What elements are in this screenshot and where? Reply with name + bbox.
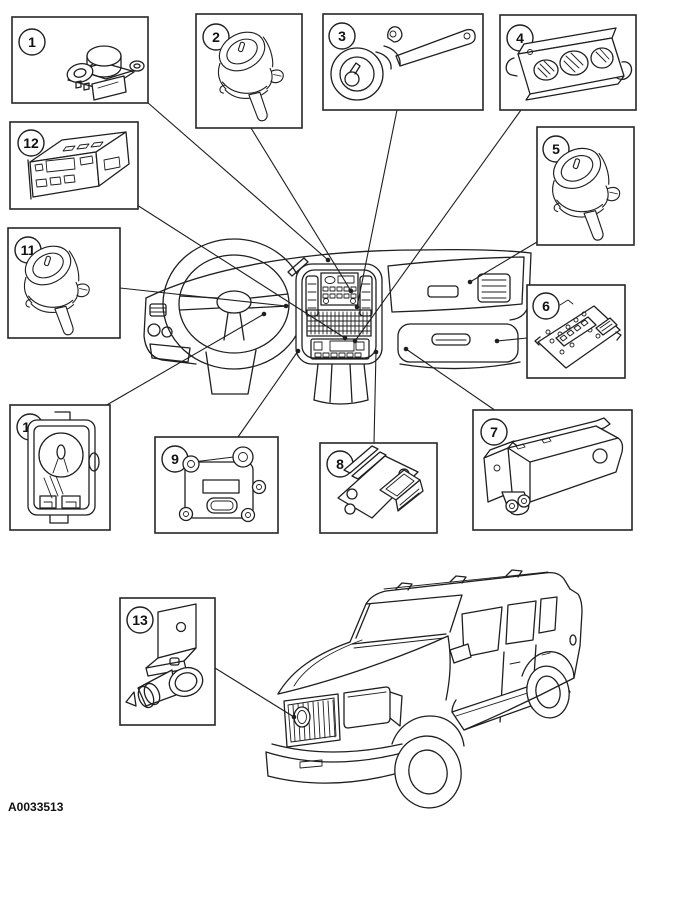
leader-line-6 xyxy=(496,337,528,342)
actuator-module-icon xyxy=(178,446,267,523)
callout-box-4: 4 xyxy=(499,14,637,111)
glovebox xyxy=(397,323,519,363)
passenger-vent xyxy=(477,273,511,303)
leader-line-7 xyxy=(405,348,497,412)
callout-badge-6 xyxy=(532,292,560,320)
ambient-sensor-bracket-icon xyxy=(125,603,204,709)
blower-resistor-icon xyxy=(337,445,424,519)
vehicle-hood xyxy=(277,635,451,701)
tail-marker xyxy=(569,634,577,646)
rear-door-window xyxy=(505,600,537,645)
vehicle-windshield xyxy=(349,594,463,649)
leader-line-10 xyxy=(104,313,265,407)
sensor-housing-icon xyxy=(27,411,100,524)
electronic-module-icon xyxy=(534,299,622,369)
callout-box-13: 13 xyxy=(119,597,216,726)
callout-number-8: 8 xyxy=(336,456,344,472)
front-door-window xyxy=(461,606,503,658)
temperature-switch-icon xyxy=(66,45,145,101)
callout-number-2: 2 xyxy=(212,29,220,45)
center-grille xyxy=(306,309,372,337)
leader-line-9 xyxy=(237,350,299,438)
quarter-window xyxy=(538,596,558,634)
solenoid-block-icon xyxy=(483,417,624,516)
control-module-icon xyxy=(27,131,130,200)
callout-box-1: 1 xyxy=(11,16,149,104)
dash-emblem xyxy=(427,285,459,298)
climate-control-head xyxy=(310,338,370,360)
passenger-side-dash xyxy=(387,252,532,370)
callout-badge-1 xyxy=(18,28,46,56)
vehicle-bumper xyxy=(265,743,407,784)
leader-line-8 xyxy=(373,351,377,444)
actuator-with-rod-icon xyxy=(330,26,476,101)
callout-box-9: 9 xyxy=(154,436,279,534)
callout-box-2: 2 xyxy=(195,13,303,129)
vehicle-rear xyxy=(463,588,583,731)
dash-left-edge xyxy=(143,297,197,365)
callout-number-1: 1 xyxy=(28,34,36,50)
leader-line-4 xyxy=(354,109,522,342)
vehicle-roof xyxy=(365,569,571,605)
steering-wheel xyxy=(162,238,309,395)
callout-box-3: 3 xyxy=(322,13,484,111)
glovebox-handle xyxy=(431,333,471,346)
leader-lines xyxy=(104,101,538,720)
callout-badge-12 xyxy=(17,129,45,157)
leader-line-11 xyxy=(119,287,287,307)
front-wheel xyxy=(391,715,465,809)
callout-box-7: 7 xyxy=(472,409,633,531)
callout-box-10: 10 xyxy=(9,404,111,531)
vehicle-grille xyxy=(283,693,341,748)
callout-badge-2 xyxy=(202,23,230,51)
callout-badge-7 xyxy=(480,418,508,446)
leader-line-1 xyxy=(146,101,329,261)
rear-wheel xyxy=(521,651,575,719)
figure-code-label: A0033513 xyxy=(8,800,64,814)
leader-line-13 xyxy=(214,667,295,718)
climate-control-panel-icon xyxy=(505,27,633,101)
callout-badge-13 xyxy=(126,606,154,634)
callout-number-11: 11 xyxy=(21,242,36,258)
dashboard-illustration xyxy=(143,238,532,405)
leader-line-12 xyxy=(136,204,346,339)
callout-number-5: 5 xyxy=(552,141,560,157)
door-mirror xyxy=(449,643,472,664)
callout-number-7: 7 xyxy=(490,424,498,440)
leader-line-2 xyxy=(250,127,352,292)
callout-number-3: 3 xyxy=(338,28,346,44)
grille-emblem xyxy=(293,706,311,728)
dash-top-edge xyxy=(145,248,532,299)
callout-number-4: 4 xyxy=(516,30,524,46)
callout-box-8: 8 xyxy=(319,442,438,534)
driver-side-controls xyxy=(147,303,191,363)
steering-column xyxy=(205,349,257,395)
callout-box-5: 5 xyxy=(536,126,635,246)
callout-number-9: 9 xyxy=(171,451,179,467)
leader-line-5 xyxy=(469,241,538,283)
console-legs xyxy=(313,363,369,405)
callout-badge-3 xyxy=(328,22,356,50)
callout-number-13: 13 xyxy=(132,612,148,628)
leader-line-3 xyxy=(356,109,398,308)
column-stalk xyxy=(287,257,309,277)
vehicle-illustration xyxy=(265,569,583,809)
callout-number-6: 6 xyxy=(542,298,550,314)
callout-number-12: 12 xyxy=(23,135,39,151)
center-stack xyxy=(295,263,383,365)
callout-box-6: 6 xyxy=(526,284,626,379)
callout-box-11: 11 xyxy=(7,227,121,339)
callout-box-12: 12 xyxy=(9,121,139,210)
vehicle-headlight xyxy=(343,686,403,729)
